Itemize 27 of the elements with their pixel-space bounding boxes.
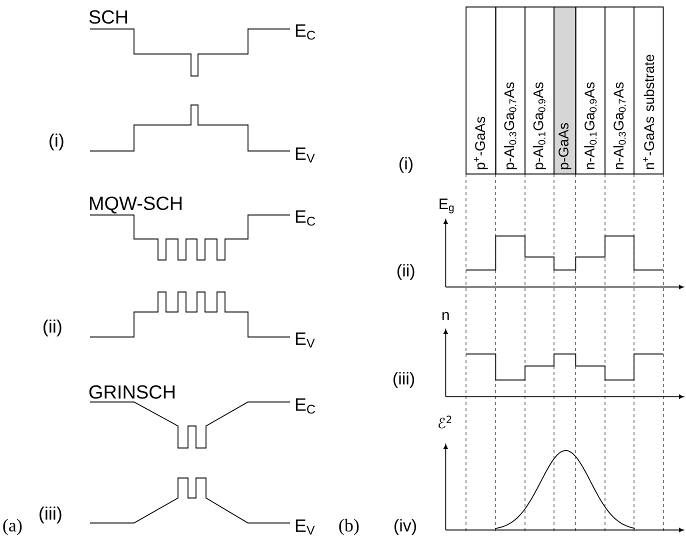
label: GRINSCH [89,385,175,399]
label: (iv) [394,519,416,535]
label: E$_{C}$ [296,398,316,414]
label: E$_{C}$ [296,210,316,226]
label: (iii) [40,506,62,524]
label: (a) [3,518,22,536]
label: E$_{C}$ [296,24,316,40]
label: ℰ$^{2}$ [438,416,452,428]
layer-box: p$^{+}$-GaAs [466,6,496,174]
label: (ii) [398,264,414,280]
label: (ii) [44,320,62,336]
label: n [442,312,449,320]
label: E$_{V}$ [296,147,315,163]
label: (b) [339,518,359,536]
label: E$_{V}$ [296,519,315,535]
label: SCH [89,10,128,24]
label: MQW-SCH [90,196,182,214]
layer-box: p-Al$_{0.3}$Ga$_{0.7}$As [495,6,526,174]
label: E$_{V}$ [296,332,315,348]
layer-box: n-Al$_{0.1}$Ga$_{0.9}$As [575,6,606,174]
label: (i) [400,157,412,173]
label: (i) [50,134,64,150]
label: (iii) [394,372,414,388]
layer-box: n$^{+}$-GaAs substrate [634,6,664,174]
label: E$_{g}$ [440,198,454,214]
layer-box: p-GaAs [554,6,576,174]
layer-box: n-Al$_{0.3}$Ga$_{0.7}$As [604,6,634,174]
